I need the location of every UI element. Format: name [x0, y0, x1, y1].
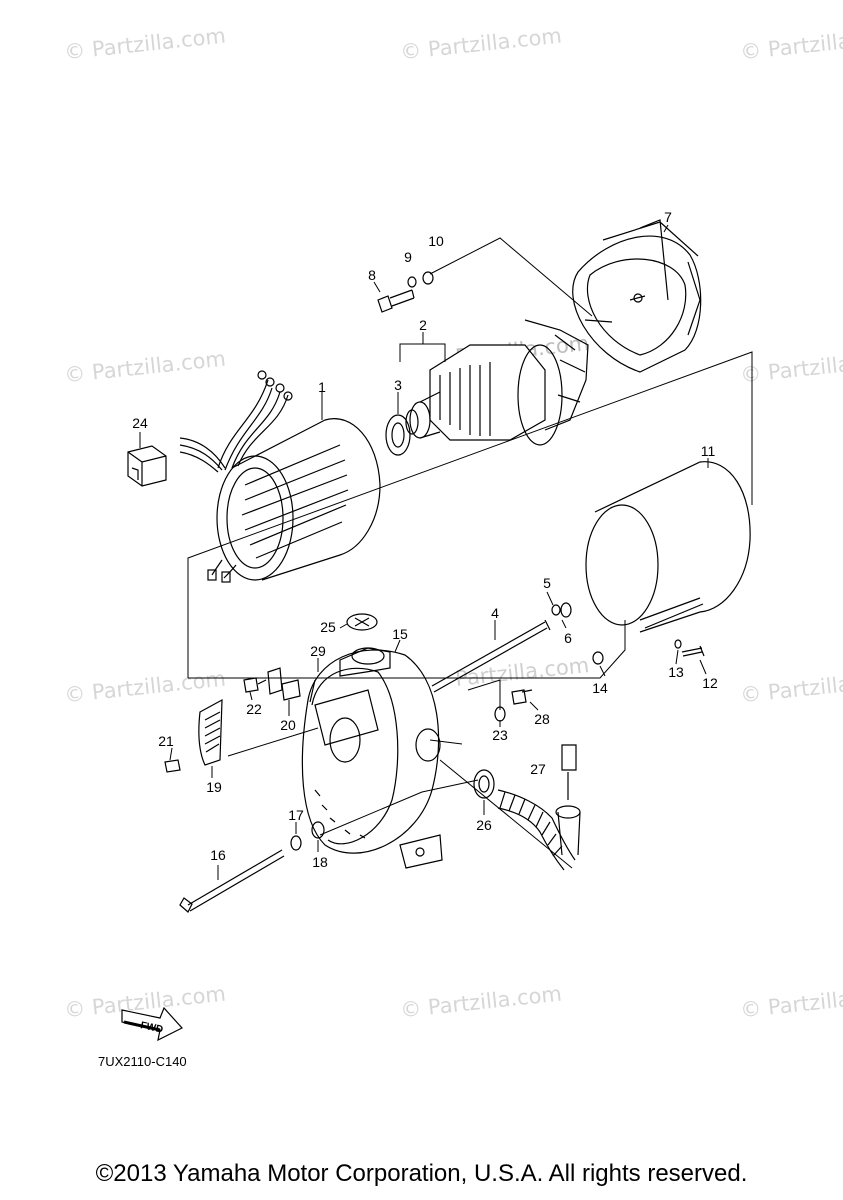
fwd-arrow-icon	[121, 1006, 183, 1042]
cap-part-25	[346, 613, 378, 631]
part-label-27: 27	[530, 761, 546, 777]
fwd-label: FWD	[139, 1020, 164, 1035]
washer-part-17	[290, 835, 302, 851]
washer-part-9	[407, 276, 417, 288]
copyright-notice: ©2013 Yamaha Motor Corporation, U.S.A. A…	[95, 1160, 748, 1187]
part-label-3: 3	[394, 377, 402, 393]
washer-part-10	[422, 271, 434, 285]
stator-part-1	[179, 370, 381, 583]
part-label-8: 8	[368, 267, 376, 283]
bolt-part-8	[377, 289, 415, 313]
washer-part-6	[560, 602, 572, 618]
rotor-part-2	[405, 319, 589, 446]
part-label-29: 29	[310, 643, 326, 659]
part-label-11: 11	[701, 443, 716, 459]
part-label-4: 4	[491, 605, 499, 621]
part-label-18: 18	[312, 854, 328, 870]
part-label-16: 16	[210, 847, 226, 863]
part-label-28: 28	[534, 711, 550, 727]
part-label-14: 14	[592, 680, 608, 696]
part-label-21: 21	[158, 733, 174, 749]
bearing-part-3	[385, 414, 411, 456]
part-label-19: 19	[206, 779, 222, 795]
bolt-part-12	[681, 645, 705, 657]
diagram-code: 7UX2110-C140	[98, 1054, 187, 1069]
part-labels: 1 2 3 4 5 6 7 8 9 10 11 12 13 14 15 16 1…	[132, 209, 718, 1036]
brush-cover-part-19	[198, 698, 223, 766]
part-label-12: 12	[702, 675, 718, 691]
washer-part-13	[674, 639, 682, 649]
long-bolt-part-16	[179, 849, 285, 913]
screw-part-21	[164, 759, 181, 773]
screw-part-28	[511, 689, 533, 705]
boot-part-27	[497, 744, 581, 871]
part-label-7: 7	[664, 209, 672, 225]
part-label-6: 6	[564, 630, 572, 646]
connector-part-24	[127, 445, 167, 487]
fan-cover-part-7	[572, 219, 702, 373]
part-label-25: 25	[320, 619, 336, 635]
label-part-29	[309, 679, 316, 703]
rear-housing-part-15	[301, 647, 443, 869]
part-label-23: 23	[492, 727, 508, 743]
part-label-24: 24	[132, 415, 148, 431]
part-label-26: 26	[476, 817, 492, 833]
part-label-15: 15	[392, 626, 408, 642]
washer-part-5	[551, 604, 561, 616]
part-label-22: 22	[246, 701, 262, 717]
brush-holder-part-20	[257, 667, 301, 701]
nut-part-14	[592, 651, 604, 665]
part-label-1: 1	[318, 379, 326, 395]
screw-part-22	[243, 677, 259, 693]
part-label-13: 13	[668, 664, 684, 680]
through-bolt-part-4	[431, 619, 551, 693]
part-label-17: 17	[288, 807, 304, 823]
leader-lines	[139, 224, 753, 880]
part-label-10: 10	[428, 233, 444, 249]
grommet-part-26	[473, 769, 495, 799]
part-label-9: 9	[404, 249, 412, 265]
part-label-2: 2	[419, 317, 427, 333]
part-label-5: 5	[543, 575, 551, 591]
part-label-20: 20	[280, 717, 296, 733]
washer-part-18	[311, 821, 325, 839]
cover-part-11	[585, 461, 751, 633]
